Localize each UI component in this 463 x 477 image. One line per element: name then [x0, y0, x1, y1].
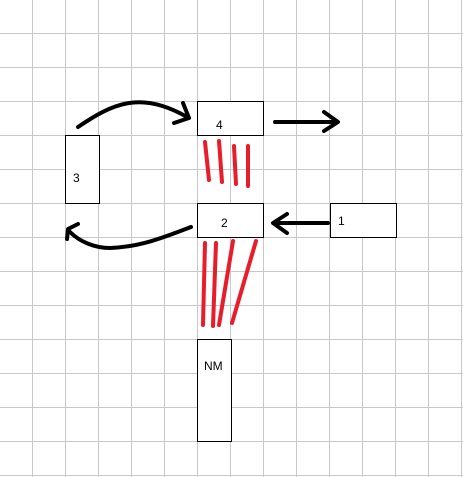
red-line [203, 140, 211, 182]
arrow-2-to-3 [68, 225, 193, 250]
box-4-label: 4 [216, 118, 223, 132]
box-2-label: 2 [221, 216, 228, 230]
red-lines-top [203, 139, 250, 188]
red-line [232, 144, 238, 186]
box-3-label: 3 [73, 171, 80, 185]
arrow-3-to-4 [76, 100, 189, 129]
box-1-label: 1 [338, 214, 345, 228]
box-3: 3 [65, 135, 100, 204]
red-lines-bottom [201, 239, 258, 328]
red-line [217, 139, 224, 184]
arrowhead-4-out [322, 110, 340, 133]
box-4: 4 [197, 101, 264, 136]
red-line [217, 239, 235, 327]
box-1: 1 [330, 203, 397, 238]
red-line [211, 241, 218, 328]
arrowhead-1-to-2 [271, 212, 289, 235]
red-line [230, 239, 258, 325]
box-nm-label: NM [204, 359, 223, 373]
arrows [65, 100, 340, 250]
box-nm: NM [197, 339, 232, 442]
arrowhead-3-to-4 [172, 101, 191, 125]
arrowhead-2-to-3 [65, 222, 80, 241]
red-line [201, 241, 207, 327]
box-2: 2 [197, 203, 264, 238]
